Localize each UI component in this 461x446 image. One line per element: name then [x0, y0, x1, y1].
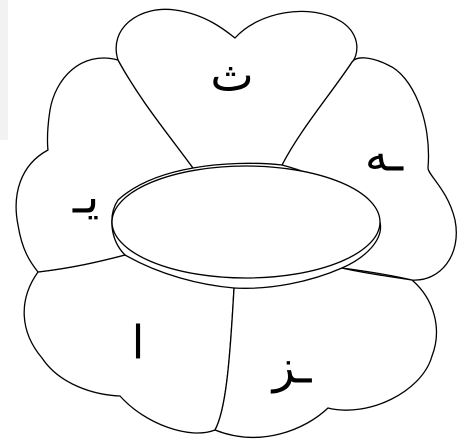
letter-left: يـ: [72, 170, 99, 224]
letter-bottom-left: ا: [132, 316, 145, 370]
center-ellipse: [112, 166, 380, 278]
letter-bottom-right: ـز: [271, 340, 312, 395]
letter-right: ـه: [365, 128, 404, 182]
edge-shade: [0, 0, 8, 140]
petal-bottom-left: [24, 255, 234, 433]
letter-top: ث: [210, 48, 253, 102]
petal-bottom-right: [215, 268, 436, 437]
